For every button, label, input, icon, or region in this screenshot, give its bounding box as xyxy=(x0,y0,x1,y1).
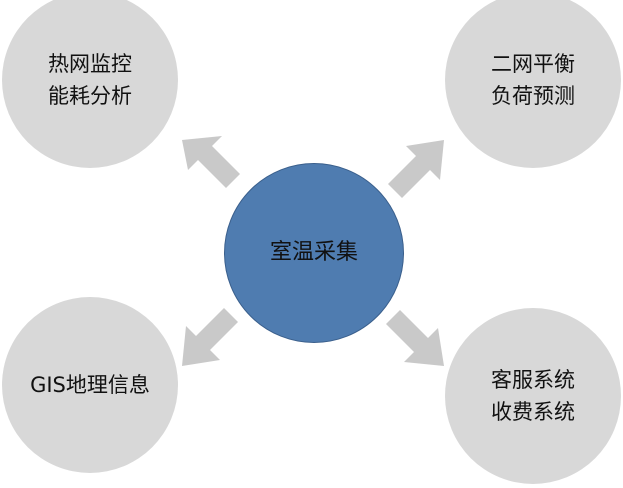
arrow-bottom-right xyxy=(386,310,444,366)
arrow-top-left xyxy=(182,136,240,188)
node-heat-network-monitoring: 热网监控 能耗分析 xyxy=(2,0,178,168)
center-node-room-temperature: 室温采集 xyxy=(224,163,404,343)
node-customer-billing: 客服系统 收费系统 xyxy=(445,308,621,484)
node-label: 热网监控 能耗分析 xyxy=(48,52,132,108)
node-label: 二网平衡 负荷预测 xyxy=(491,52,575,108)
arrow-bottom-left xyxy=(182,308,238,366)
node-network-balance: 二网平衡 负荷预测 xyxy=(445,0,621,168)
center-label: 室温采集 xyxy=(269,240,358,265)
node-label: GIS地理信息 xyxy=(30,373,150,397)
node-label: 客服系统 收费系统 xyxy=(491,368,575,424)
arrow-top-right xyxy=(388,140,444,198)
node-gis: GIS地理信息 xyxy=(2,297,178,473)
